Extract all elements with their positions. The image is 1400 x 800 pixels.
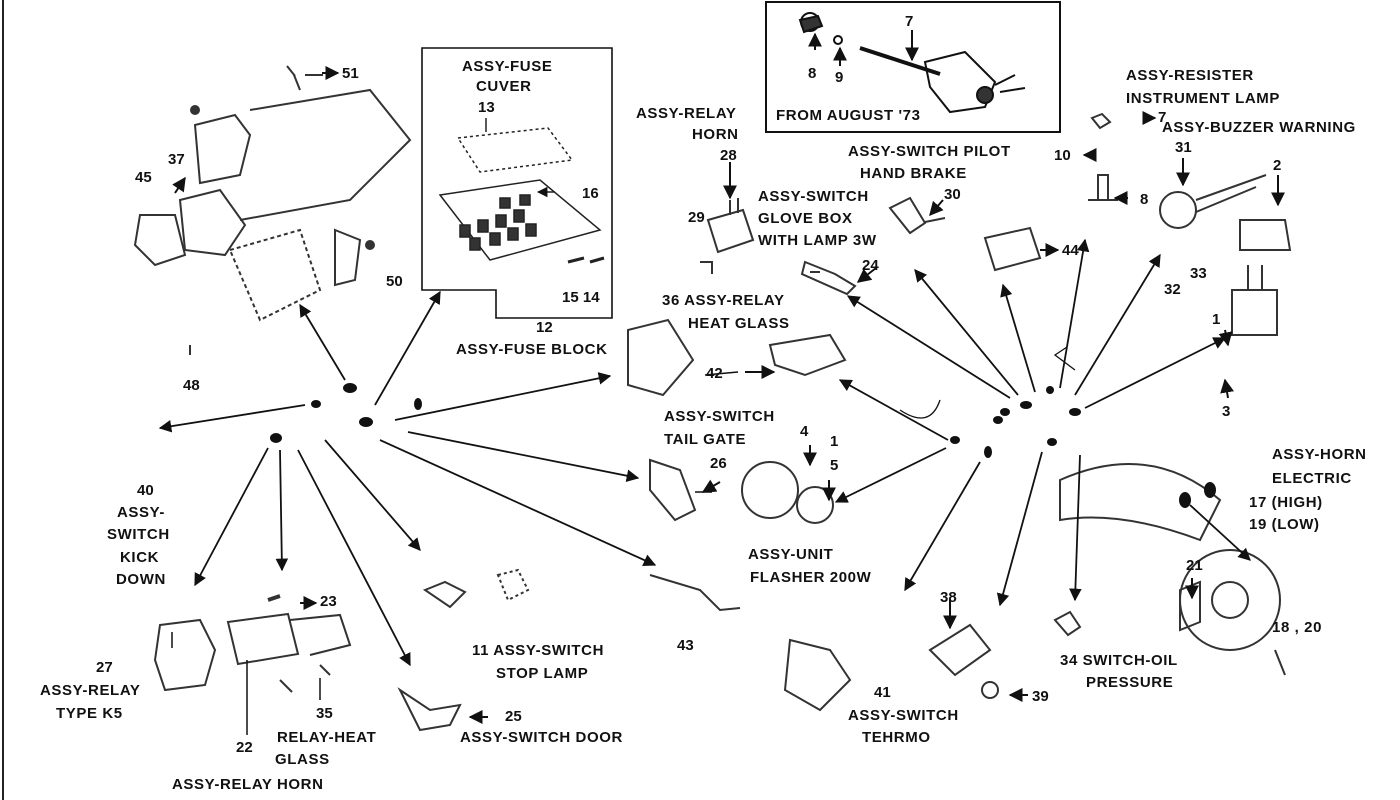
part-number-1-right: 1 <box>1212 311 1221 328</box>
part-number-7-right: 7 <box>1158 109 1167 126</box>
inset-caption: FROM AUGUST '73 <box>776 107 921 124</box>
part-number-32: 32 <box>1164 281 1181 298</box>
pilot-switch-label-line1: ASSY-SWITCH PILOT <box>848 143 1011 160</box>
kickdown-label-line2: SWITCH <box>107 526 170 543</box>
horn-label-line2: ELECTRIC <box>1272 470 1352 487</box>
left-relay-cluster-drawing <box>133 65 412 355</box>
horn-label-line4: 19 (LOW) <box>1249 516 1320 533</box>
inset-switch-drawing <box>798 12 1026 114</box>
part-number-38: 38 <box>940 589 957 606</box>
fuse-cover-title-line1: ASSY-FUSE <box>462 58 553 75</box>
fuse-block-label: ASSY-FUSE BLOCK <box>456 341 608 358</box>
part-number-37: 37 <box>168 151 185 168</box>
part-number-45: 45 <box>135 169 152 186</box>
kickdown-label-line4: DOWN <box>116 571 166 588</box>
glove-box-label-line1: ASSY-SWITCH <box>758 188 869 205</box>
part-number-16: 16 <box>582 185 599 202</box>
part-number-13: 13 <box>478 99 495 116</box>
heat-glass-relay-36-label-line2: HEAT GLASS <box>688 315 790 332</box>
horn-label-line3: 17 (HIGH) <box>1249 494 1323 511</box>
part-number-31: 31 <box>1175 139 1192 156</box>
heat-glass-relay-36-label-line1: 36 ASSY-RELAY <box>662 292 785 309</box>
part-numbers-18-20: 18 , 20 <box>1272 619 1323 636</box>
inset-frame <box>765 1 1061 133</box>
buzzer-label: ASSY-BUZZER WARNING <box>1162 119 1356 136</box>
flasher-label-line2: FLASHER 200W <box>750 569 872 586</box>
fuse-block-drawing <box>438 118 605 264</box>
part-number-39: 39 <box>1032 688 1049 705</box>
door-switch-label: ASSY-SWITCH DOOR <box>460 729 623 746</box>
part-number-24: 24 <box>862 257 879 274</box>
part-number-29: 29 <box>688 209 705 226</box>
fuse-block-frame <box>421 47 613 319</box>
part-number-27: 27 <box>96 659 113 676</box>
thermo-label-line2: TEHRMO <box>862 729 931 746</box>
relay-horn-label-line2: HORN <box>692 126 739 143</box>
part-number-50: 50 <box>386 273 403 290</box>
part-number-25: 25 <box>505 708 522 725</box>
thermo-label-line1: ASSY-SWITCH <box>848 707 959 724</box>
lower-left-parts-drawing <box>153 568 741 732</box>
part-number-35: 35 <box>316 705 333 722</box>
part-number-42: 42 <box>706 365 723 382</box>
relay-horn-bottom-label: ASSY-RELAY HORN <box>172 776 324 793</box>
part-numbers-15-14: 15 14 <box>562 289 600 306</box>
part-number-12: 12 <box>536 319 553 336</box>
stop-lamp-label-line2: STOP LAMP <box>496 665 589 682</box>
part-number-5: 5 <box>830 457 839 474</box>
stop-lamp-label-line1: 11 ASSY-SWITCH <box>472 642 605 659</box>
heat-glass-relay-label-line1: RELAY-HEAT <box>277 729 377 746</box>
heat-glass-relay-label-line2: GLASS <box>275 751 330 768</box>
oil-switch-label-line1: 34 SWITCH-OIL <box>1060 652 1178 669</box>
harness-connectors <box>270 383 1216 508</box>
kickdown-label-line1: ASSY- <box>117 504 166 521</box>
part-number-44: 44 <box>1062 242 1079 259</box>
right-hub-leaders <box>834 238 1251 607</box>
part-number-41: 41 <box>874 684 891 701</box>
right-parts-drawing <box>783 111 1292 712</box>
part-number-30: 30 <box>944 186 961 203</box>
part-number-1-center: 1 <box>830 433 839 450</box>
part-number-40: 40 <box>137 482 154 499</box>
horn-label-line1: ASSY-HORN <box>1272 446 1367 463</box>
flasher-label-line1: ASSY-UNIT <box>748 546 834 563</box>
part-number-8-right: 8 <box>1140 191 1149 208</box>
part-number-43: 43 <box>677 637 694 654</box>
part-number-21: 21 <box>1186 557 1203 574</box>
part-number-26: 26 <box>710 455 727 472</box>
relay-horn-label-line1: ASSY-RELAY <box>636 105 737 122</box>
part-number-2: 2 <box>1273 157 1282 174</box>
center-parts-drawing <box>627 162 1060 524</box>
part-number-28: 28 <box>720 147 737 164</box>
part-number-51: 51 <box>342 65 359 82</box>
part-number-48: 48 <box>183 377 200 394</box>
left-hub-leaders <box>158 290 657 667</box>
fuse-cover-title-line2: CUVER <box>476 78 532 95</box>
label-leaders <box>171 371 739 735</box>
tail-gate-label-line1: ASSY-SWITCH <box>664 408 775 425</box>
part-number-9-inset: 9 <box>835 69 844 86</box>
relay-k5-label-line2: TYPE K5 <box>56 705 123 722</box>
relay-k5-label-line1: ASSY-RELAY <box>40 682 141 699</box>
part-number-22: 22 <box>236 739 253 756</box>
tail-gate-label-line2: TAIL GATE <box>664 431 747 448</box>
part-number-7-inset: 7 <box>905 13 914 30</box>
pilot-switch-label-line2: HAND BRAKE <box>860 165 967 182</box>
part-number-23: 23 <box>320 593 337 610</box>
glove-box-label-line3: WITH LAMP 3W <box>758 232 877 249</box>
part-number-33: 33 <box>1190 265 1207 282</box>
resister-label-line1: ASSY-RESISTER <box>1126 67 1254 84</box>
glove-box-label-line2: GLOVE BOX <box>758 210 853 227</box>
part-number-8-inset: 8 <box>808 65 817 82</box>
kickdown-label-line3: KICK <box>120 549 160 566</box>
part-number-3: 3 <box>1222 403 1231 420</box>
part-number-10: 10 <box>1054 147 1071 164</box>
part-number-4: 4 <box>800 423 809 440</box>
resister-label-line2: INSTRUMENT LAMP <box>1126 90 1280 107</box>
oil-switch-label-line2: PRESSURE <box>1086 674 1174 691</box>
